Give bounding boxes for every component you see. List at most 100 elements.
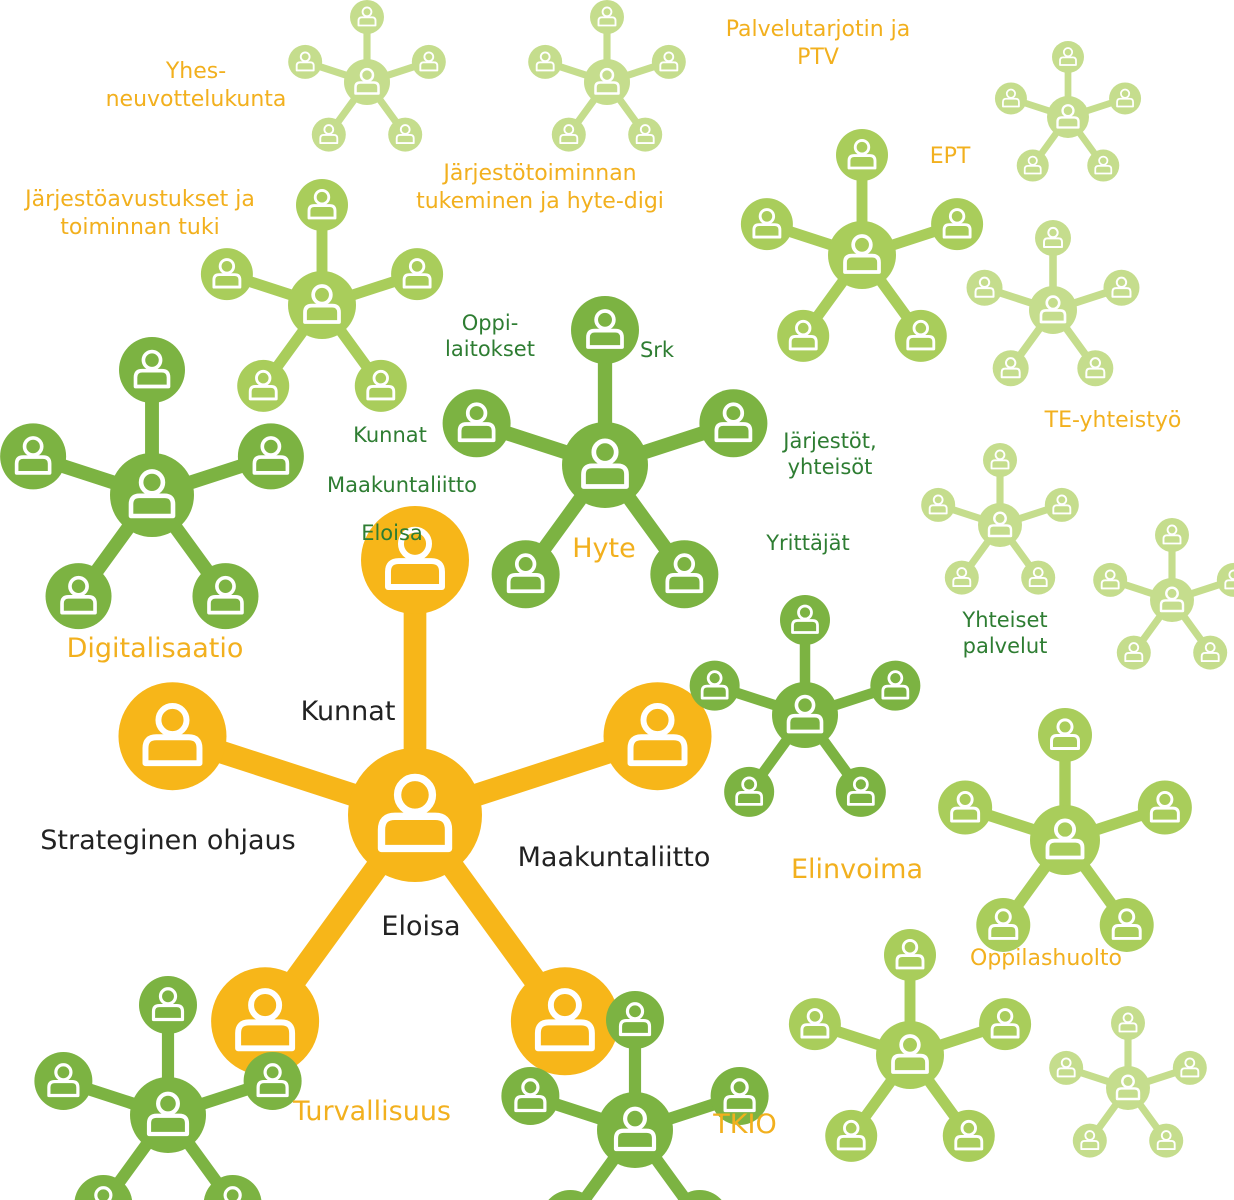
person-body [303,303,341,324]
person-head [887,670,904,687]
person-icon [1085,357,1106,379]
person-body [535,61,555,72]
person-head [1156,790,1174,808]
person-head [68,575,89,597]
cluster-yhteisneuvottelukunta [288,0,446,152]
person-body [990,1023,1020,1039]
person-head [1056,718,1074,736]
person-head [996,1008,1014,1025]
cluster-palvelutarjotin [994,41,1142,182]
person-icon [1115,1074,1141,1101]
person-icon [1159,586,1185,613]
person-head [978,276,991,289]
person-body [1162,534,1182,545]
person-body [534,1019,595,1052]
person-body [1043,237,1063,248]
person-head [393,773,437,817]
person-head [932,494,944,506]
person-body [586,328,624,349]
person-body [1039,309,1067,324]
person-head [797,604,813,621]
person-head [1032,567,1044,578]
person-head [1005,357,1017,369]
person-head [794,694,816,716]
person-icon [942,208,972,239]
person-icon [987,511,1013,538]
person-body [618,1018,652,1037]
cluster-turvallisuus [34,976,302,1200]
person-body [47,1079,80,1098]
person-head [1160,1130,1172,1141]
person-head [218,258,236,275]
person-body [1115,1087,1141,1101]
person-body [635,133,655,145]
person-icon [752,208,782,239]
person-body [1159,599,1185,613]
person-body [800,1023,830,1039]
person-head [851,234,873,256]
person-body [146,1113,190,1137]
person-icon [1094,155,1113,175]
person-icon [1118,1012,1138,1033]
person-body [506,573,545,594]
cluster-ept [740,129,984,362]
person-icon [94,1186,113,1200]
person-head [1104,569,1116,581]
cluster-tkio [501,991,769,1200]
person-body [597,16,617,27]
person-body [836,1134,866,1151]
person-icon [723,1078,756,1113]
person-head [806,1008,824,1025]
person-head [1027,155,1038,166]
person-icon [133,349,171,389]
person-body [252,455,290,475]
person-body [1050,734,1080,750]
person-head [1098,155,1109,166]
person-icon [534,988,595,1052]
person-body [847,154,877,170]
person-body [788,334,818,351]
person-head [1204,642,1216,653]
person-body [954,1134,984,1151]
person-icon [586,309,624,349]
cluster-hyte [442,296,768,609]
person-body [14,455,52,475]
person-icon [223,1186,242,1200]
person-icon [1050,718,1080,750]
person-icon [377,773,453,853]
person-icon [1028,567,1048,588]
person-body [559,133,579,145]
person-icon [700,670,729,700]
person-body [627,734,688,767]
person-icon [1156,1130,1176,1151]
person-body [791,619,819,634]
person-body [581,463,629,489]
cluster-oppilashuolto [788,929,1032,1162]
person-body [1056,1067,1076,1078]
person-icon [47,1063,80,1098]
person-head [397,526,433,561]
person-body [990,459,1010,470]
person-icon [613,1106,657,1152]
cluster-ept-side [966,220,1140,387]
person-icon [1059,47,1077,66]
person-head [948,208,966,225]
person-icon [303,284,341,324]
person-head [156,1091,180,1116]
person-body [988,924,1019,940]
person-body [1052,504,1072,515]
person-icon [990,1008,1020,1039]
person-icon [836,1119,866,1151]
person-body [307,204,337,220]
person-body [395,133,415,145]
person-body [843,253,881,274]
person-icon [627,702,688,767]
person-head [853,139,871,156]
person-body [1059,56,1077,66]
person-icon [1039,295,1067,324]
person-head [591,438,619,466]
person-head [408,258,426,275]
person-head [1053,818,1077,841]
person-icon [559,124,579,145]
